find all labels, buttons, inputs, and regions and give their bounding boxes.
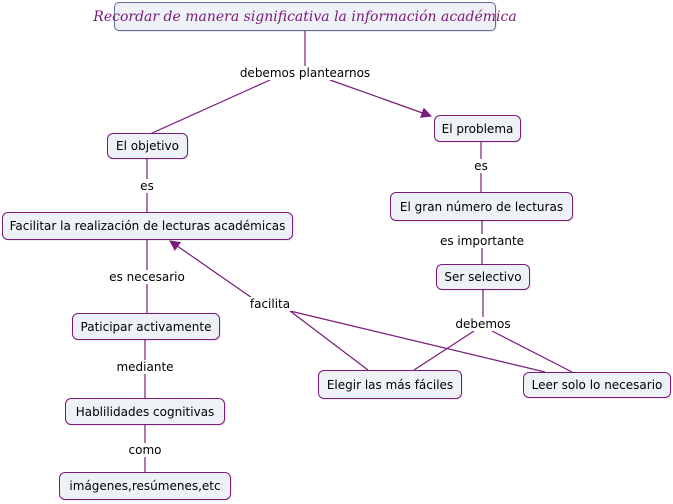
- phrase-es-importante[interactable]: es importante: [437, 234, 527, 248]
- phrase-es-necesario[interactable]: es necesario: [107, 270, 187, 284]
- concept-elegir-faciles[interactable]: Elegir las más fáciles: [318, 370, 462, 399]
- concept-imagenes-resumenes[interactable]: imágenes,resúmenes,etc: [59, 472, 231, 500]
- phrase-es-objetivo[interactable]: es: [138, 179, 156, 193]
- link-elegir-to-facilita: [289, 310, 369, 371]
- phrase-debemos[interactable]: debemos: [453, 317, 513, 331]
- phrase-es-problema[interactable]: es: [472, 159, 490, 173]
- concept-gran-numero-lecturas[interactable]: El gran número de lecturas: [390, 192, 573, 221]
- concept-habilidades-cognitivas[interactable]: Hablilidades cognitivas: [65, 398, 225, 425]
- phrase-mediante[interactable]: mediante: [114, 360, 176, 374]
- link-phrase-to-leer: [491, 330, 573, 373]
- concept-ser-selectivo[interactable]: Ser selectivo: [436, 264, 530, 290]
- link-facilita-to-facilitar: [169, 240, 256, 301]
- link-phrase-to-objetivo: [149, 79, 271, 135]
- concept-leer-necesario[interactable]: Leer solo lo necesario: [523, 372, 671, 398]
- concept-participar-activamente[interactable]: Paticipar activamente: [72, 313, 220, 340]
- phrase-facilita[interactable]: facilita: [247, 297, 293, 311]
- link-phrase-to-problema: [329, 79, 433, 118]
- phrase-debemos-plantearnos[interactable]: debemos plantearnos: [237, 66, 373, 80]
- phrase-como[interactable]: como: [126, 443, 164, 457]
- concept-objetivo[interactable]: El objetivo: [107, 133, 188, 159]
- concept-problema[interactable]: El problema: [434, 115, 521, 142]
- link-leer-to-facilita: [289, 310, 546, 373]
- link-phrase-to-elegir: [413, 330, 475, 371]
- concept-main-title[interactable]: Recordar de manera significativa la info…: [93, 2, 517, 31]
- concept-facilitar-lecturas[interactable]: Facilitar la realización de lecturas aca…: [2, 212, 293, 240]
